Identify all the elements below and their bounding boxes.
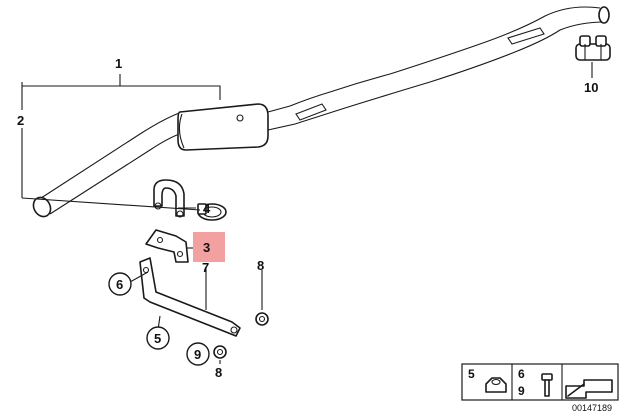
support-strut[interactable]: [139, 257, 241, 337]
callout-4: 4: [203, 201, 211, 216]
front-clamp[interactable]: [197, 203, 227, 221]
callout-7: 7: [202, 260, 209, 275]
legend-nut-icon: [485, 377, 507, 393]
callout-labels: 1 2 3 4 6 7 8 5 9 8 10: [17, 56, 598, 380]
callout-1: 1: [115, 56, 122, 71]
rubber-mount[interactable]: [153, 179, 185, 218]
legend-number-9: 9: [518, 384, 525, 398]
legend-arrow-icon: [565, 379, 613, 399]
callout-10: 10: [584, 80, 598, 95]
legend-number-5: 5: [468, 367, 475, 381]
bracket[interactable]: [145, 229, 189, 263]
legend-bolt-icon: [541, 373, 553, 397]
callout-8-lower: 8: [215, 365, 222, 380]
callout-3: 3: [203, 240, 210, 255]
callout-2: 2: [17, 113, 24, 128]
callout-8-upper: 8: [257, 258, 264, 273]
washer-nut-upper[interactable]: [255, 312, 269, 326]
rear-clamp[interactable]: [575, 35, 611, 61]
legend-box: 5 6 9 00147189: [461, 363, 619, 413]
reference-number: 00147189: [572, 403, 612, 413]
leader-lines: [21, 62, 593, 364]
callout-6: 6: [116, 277, 123, 292]
callout-5: 5: [154, 331, 161, 346]
legend-number-6: 6: [518, 367, 525, 381]
exhaust-pipe[interactable]: [30, 6, 610, 220]
callout-9: 9: [194, 347, 201, 362]
callout-3-highlight: [193, 232, 225, 262]
washer-nut-lower[interactable]: [213, 345, 227, 359]
